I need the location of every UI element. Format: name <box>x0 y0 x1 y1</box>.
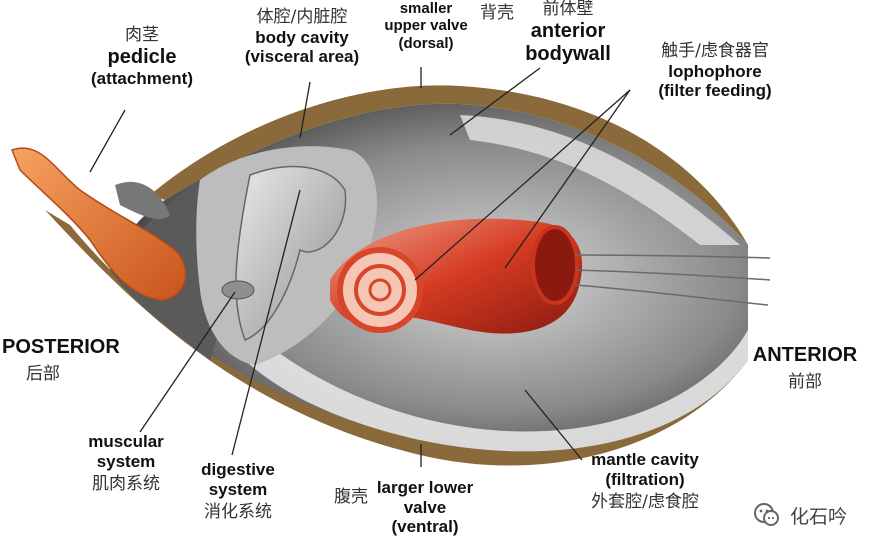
muscular-zh: 肌肉系统 <box>92 474 160 495</box>
muscular-label: muscular system 肌肉系统 <box>66 432 186 495</box>
upper-valve-en1: smaller <box>399 0 453 17</box>
lophophore-tube-end <box>531 225 579 305</box>
pedicle-zh: 肉茎 <box>125 25 159 45</box>
posterior-zh: 后部 <box>26 364 60 384</box>
wechat-icon <box>754 503 779 526</box>
pedicle-base <box>115 181 170 220</box>
anterior-bodywall-en2: bodywall <box>525 42 611 65</box>
lophophore-coil <box>337 247 423 333</box>
upper-valve-zh: 背壳 <box>480 3 514 23</box>
upper-valve-label: smaller upper valve (dorsal) <box>376 0 476 52</box>
lophophore-zh: 触手/虑食器官 <box>661 41 769 61</box>
anterior-bodywall-label: 前体壁 anterior bodywall <box>516 0 620 66</box>
mantle-zh: 外套腔/虑食腔 <box>591 492 699 513</box>
mantle-lining-lower <box>230 330 748 452</box>
lophophore-en2: (filter feeding) <box>658 81 772 101</box>
upper-valve-en3: (dorsal) <box>398 34 454 52</box>
pedicle-sub: (attachment) <box>90 68 193 88</box>
digestive-label: digestive system 消化系统 <box>178 460 298 523</box>
mantle-lining-upper <box>460 115 740 245</box>
anterior-en: ANTERIOR <box>752 344 858 366</box>
leader-lines <box>89 67 631 467</box>
lophophore-filaments <box>574 254 771 306</box>
digestive-zh: 消化系统 <box>204 502 272 523</box>
pedicle <box>11 147 187 301</box>
digestive-en2: system <box>208 479 268 499</box>
body-cavity-en: body cavity <box>255 27 349 47</box>
upper-valve-shell <box>150 85 748 245</box>
anterior-bodywall-zh: 前体壁 <box>542 0 594 19</box>
muscle-bundle <box>221 280 255 300</box>
pedicle-label: 肉茎 pedicle (attachment) <box>86 25 198 88</box>
lophophore-label: 触手/虑食器官 lophophore (filter feeding) <box>620 41 810 101</box>
posterior-label: POSTERIOR 后部 <box>2 336 120 385</box>
muscular-en1: muscular <box>88 432 164 451</box>
anterior-bodywall-en1: anterior <box>530 19 606 42</box>
body-cavity-sub: (visceral area) <box>244 47 360 67</box>
anterior-label: ANTERIOR 前部 <box>740 344 870 393</box>
body-cavity-label: 体腔/内脏腔 body cavity (visceral area) <box>232 7 372 67</box>
posterior-en: POSTERIOR <box>2 336 120 358</box>
mantle-en2: (filtration) <box>605 469 685 489</box>
mantle-label: mantle cavity (filtration) 外套腔/虑食腔 <box>560 450 730 513</box>
digestive-en1: digestive <box>201 460 275 479</box>
anterior-zh: 前部 <box>788 372 822 392</box>
lower-valve-zh: 腹壳 <box>334 487 368 507</box>
lophophore-en1: lophophore <box>668 61 762 81</box>
lower-valve-en1: larger lower <box>376 478 474 497</box>
pedicle-en: pedicle <box>107 45 177 68</box>
mantle-en1: mantle cavity <box>591 450 699 469</box>
lower-valve-label: larger lower valve (ventral) <box>366 478 484 537</box>
lower-valve-en2: valve <box>403 497 447 517</box>
watermark: 化石吟 <box>752 496 882 536</box>
upper-valve-en2: upper valve <box>384 17 468 35</box>
body-cavity-zh: 体腔/内脏腔 <box>256 7 348 27</box>
muscular-en2: system <box>96 451 156 471</box>
watermark-text: 化石吟 <box>790 506 848 528</box>
lower-valve-en3: (ventral) <box>391 517 459 537</box>
